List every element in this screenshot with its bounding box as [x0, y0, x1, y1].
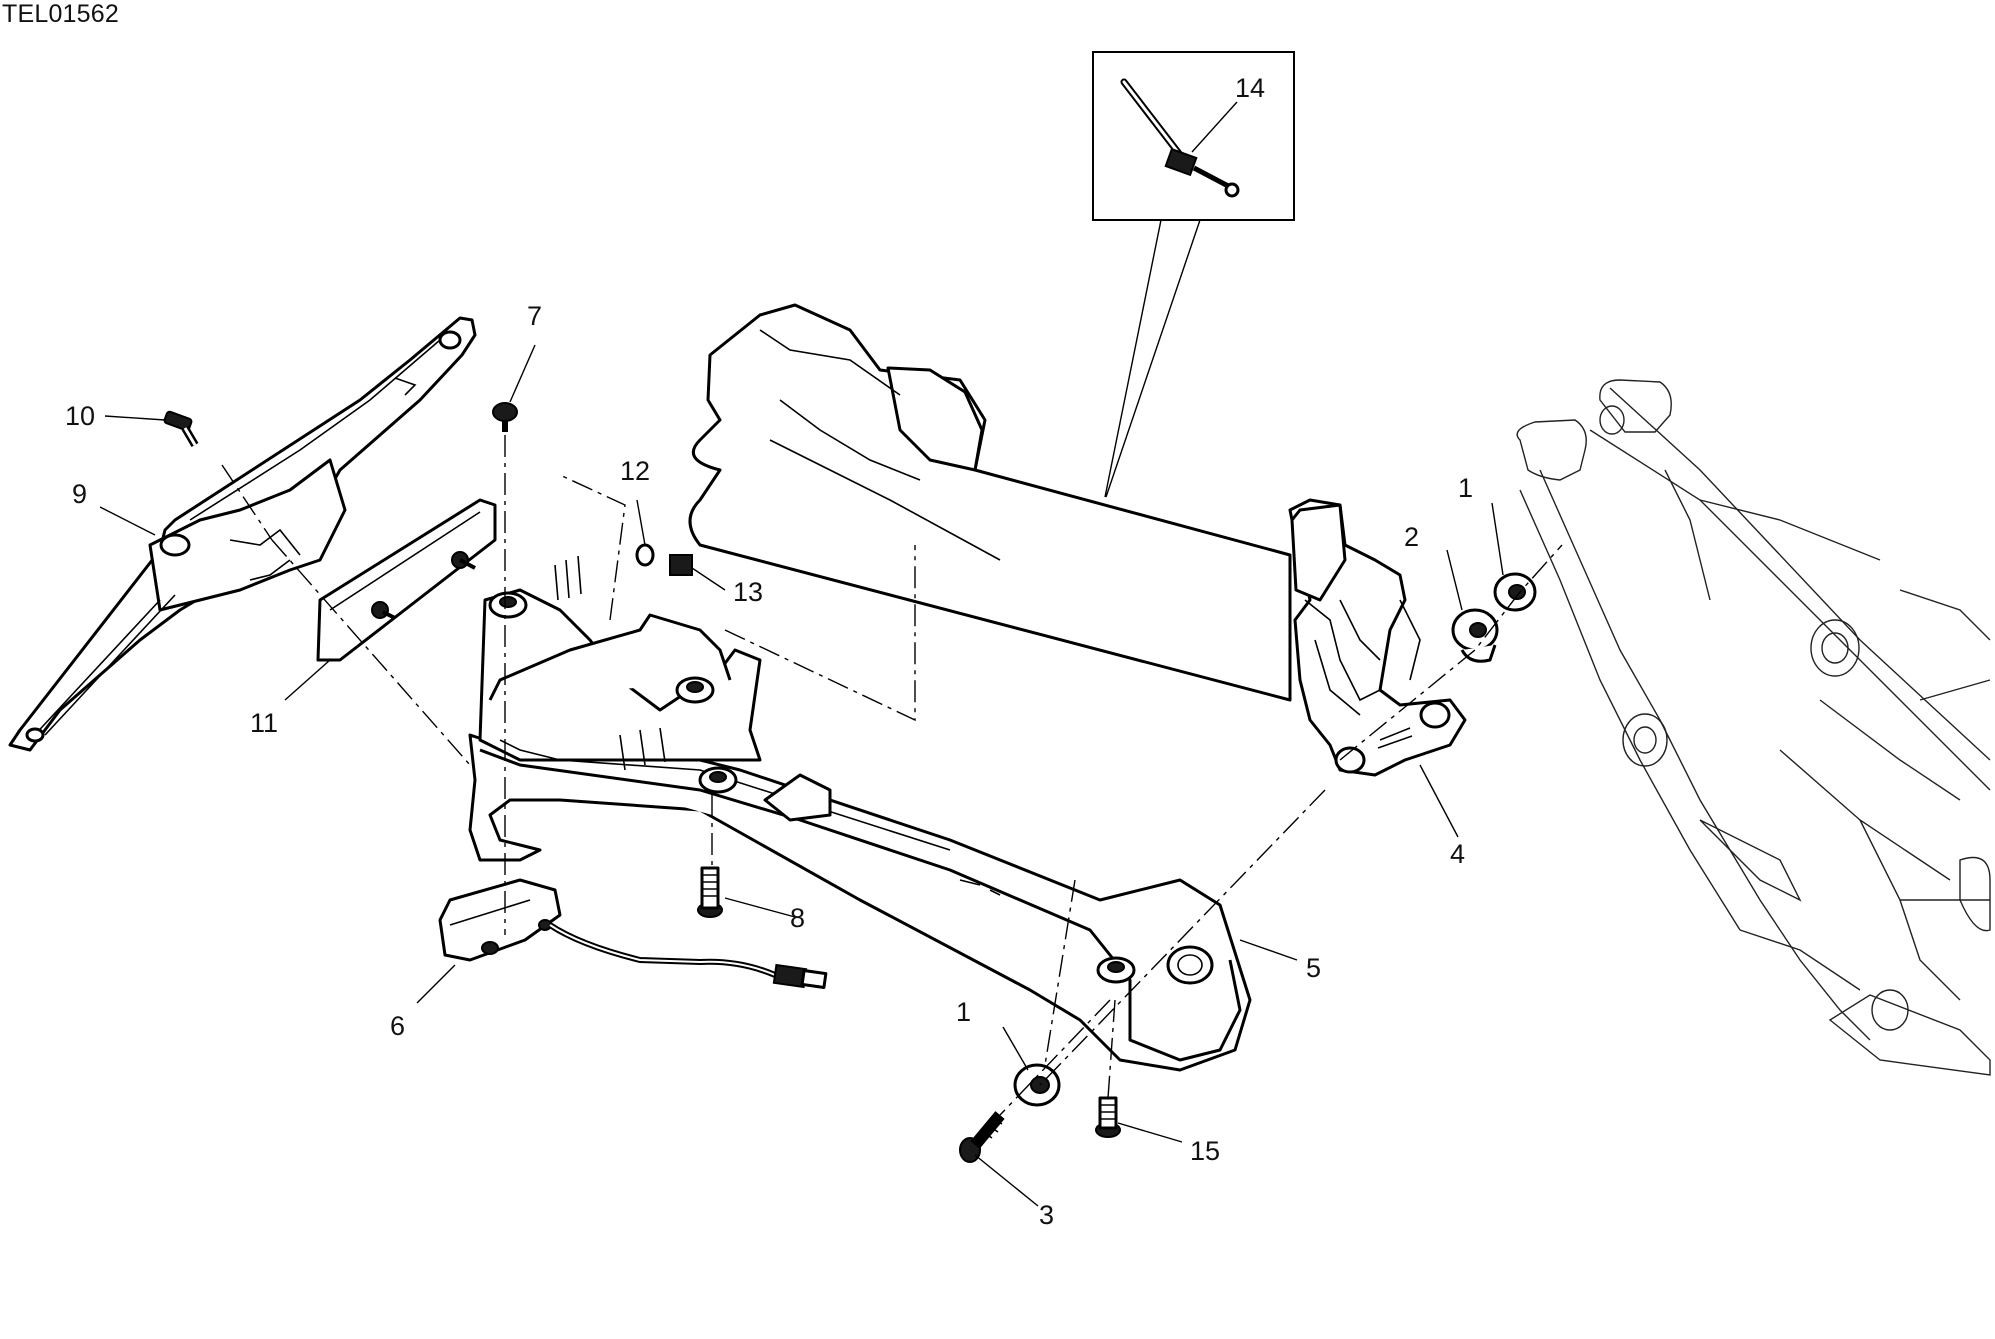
callout-14: 14 [1235, 73, 1265, 103]
support-arm [468, 555, 1252, 1072]
callout-labels: 1 2 3 4 5 6 7 8 9 10 11 12 13 14 15 1 [65, 73, 1473, 1230]
callout-11: 11 [250, 708, 278, 738]
callout-1-lower: 1 [956, 997, 971, 1027]
callout-13: 13 [733, 577, 763, 607]
leader-lines [99, 344, 1504, 1207]
bracket [1288, 498, 1467, 777]
callout-2: 2 [1404, 522, 1419, 552]
callout-10: 10 [65, 401, 95, 431]
callout-4: 4 [1450, 839, 1465, 869]
assembly-axes [221, 435, 1563, 1116]
inset-cable-tie [1092, 51, 1295, 498]
callout-15: 15 [1190, 1136, 1220, 1166]
rear-cover [688, 303, 1292, 702]
callout-8: 8 [790, 903, 805, 933]
callout-5: 5 [1306, 953, 1321, 983]
diagram-code: TEL01562 [2, 0, 119, 28]
callout-7: 7 [527, 301, 542, 331]
callout-1-upper: 1 [1458, 473, 1473, 503]
fasteners [163, 402, 1537, 1163]
reflector [316, 498, 497, 662]
callout-9: 9 [72, 479, 87, 509]
light-unit [438, 878, 828, 989]
callout-12: 12 [620, 456, 650, 486]
rear-subframe [1516, 379, 1991, 1076]
callout-3: 3 [1039, 1200, 1054, 1230]
plate-holder [8, 316, 477, 752]
callout-6: 6 [390, 1011, 405, 1041]
